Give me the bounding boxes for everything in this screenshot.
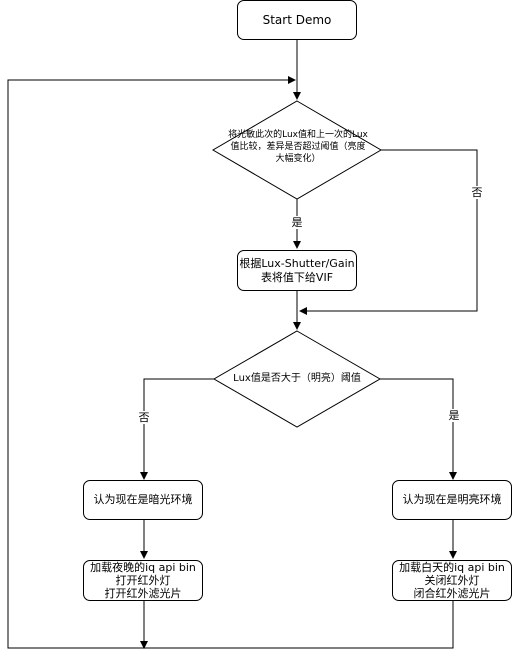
start-node: Start Demo — [237, 0, 357, 40]
day-action-3: 闭合红外滤光片 — [413, 587, 491, 600]
night-actions-node: 加载夜晚的iq api bin 打开红外灯 打开红外滤光片 — [83, 560, 203, 601]
edge-decision2-yes — [380, 378, 457, 480]
night-action-3: 打开红外滤光片 — [104, 587, 182, 600]
dark-env-label: 认为现在是暗光环境 — [93, 493, 193, 506]
process1-line-2: 表将值下给VIF — [260, 270, 334, 284]
decision2-text: Lux值是否大于（明亮）阈值 — [233, 373, 361, 384]
edge-decision2-no — [140, 378, 214, 480]
night-action-1: 加载夜晚的iq api bin — [90, 561, 196, 574]
decision1-yes-label: 是 — [290, 216, 304, 229]
dark-env-node: 认为现在是暗光环境 — [83, 480, 203, 520]
edge-loop-back — [7, 76, 454, 649]
day-action-1: 加载白天的iq api bin — [399, 561, 505, 574]
bright-env-node: 认为现在是明亮环境 — [392, 480, 512, 520]
decision1-line-3: 大幅变化） — [275, 154, 321, 164]
day-actions-node: 加载白天的iq api bin 关闭红外灯 闭合红外滤光片 — [392, 560, 512, 601]
edge-decision1-no — [299, 149, 478, 315]
decision1-line-2: 值比较，差异是否超过阈值（亮度 — [230, 142, 366, 152]
day-action-2: 关闭红外灯 — [424, 574, 480, 587]
process1-node: 根据Lux-Shutter/Gain 表将值下给VIF — [237, 250, 357, 291]
decision2-diamond — [213, 330, 381, 428]
decision2-no-label: 否 — [137, 411, 151, 424]
night-action-2: 打开红外灯 — [115, 574, 171, 587]
decision1-line-1: 将光敏此次的Lux值和上一次的Lux — [228, 130, 368, 140]
decision1-text: 将光敏此次的Lux值和上一次的Lux 值比较，差异是否超过阈值（亮度 大幅变化） — [214, 129, 382, 165]
process1-line-1: 根据Lux-Shutter/Gain — [239, 256, 355, 270]
decision2-yes-label: 是 — [447, 409, 461, 422]
bright-env-label: 认为现在是明亮环境 — [402, 493, 502, 506]
start-label: Start Demo — [262, 13, 332, 27]
decision1-no-label: 否 — [470, 186, 484, 199]
